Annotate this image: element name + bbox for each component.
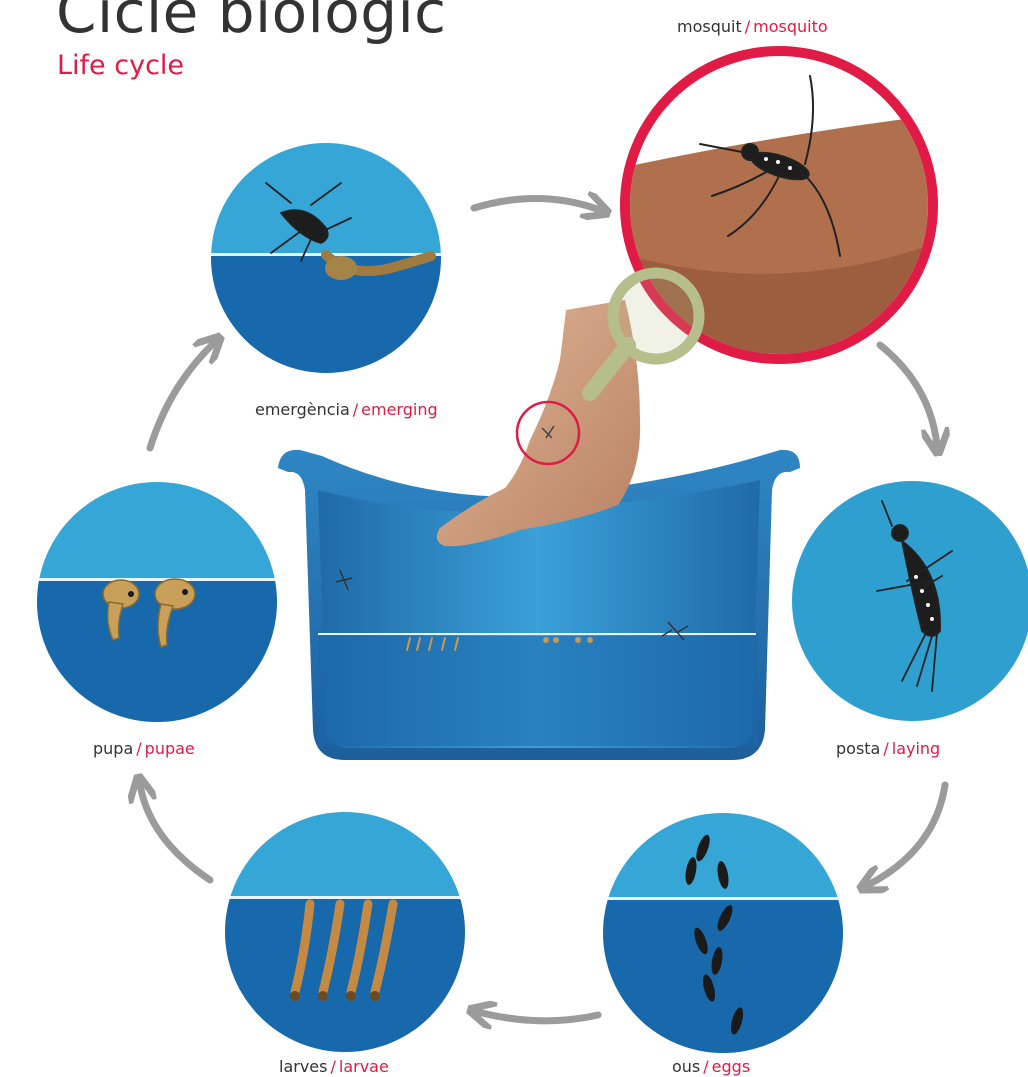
stage-pupae-image [37,482,277,722]
label-larvae-local: larves [279,1057,327,1076]
label-larvae-english: larvae [339,1057,389,1076]
label-emerging-english: emerging [361,400,437,419]
label-emerging-local: emergència [255,400,350,419]
label-separator: / [700,1057,711,1076]
label-mosquito-english: mosquito [753,17,828,36]
stage-emerging-image [211,143,441,373]
label-separator: / [742,17,753,36]
label-emerging: emergència/emerging [255,400,438,419]
stage-eggs-image [603,813,843,1053]
label-separator: / [327,1057,338,1076]
label-mosquito-local: mosquit [677,17,742,36]
label-eggs: ous/eggs [672,1057,750,1076]
label-laying-local: posta [836,739,880,758]
label-pupae: pupa/pupae [93,739,195,758]
label-mosquito: mosquit/mosquito [677,17,828,36]
label-larvae: larves/larvae [279,1057,389,1076]
label-eggs-local: ous [672,1057,700,1076]
label-separator: / [350,400,361,419]
label-pupae-english: pupae [145,739,195,758]
label-laying: posta/laying [836,739,940,758]
label-laying-english: laying [892,739,940,758]
stage-larvae-image [225,812,465,1052]
label-separator: / [133,739,144,758]
label-separator: / [880,739,891,758]
label-pupae-local: pupa [93,739,133,758]
stage-laying-image [792,481,1028,721]
label-eggs-english: eggs [712,1057,751,1076]
